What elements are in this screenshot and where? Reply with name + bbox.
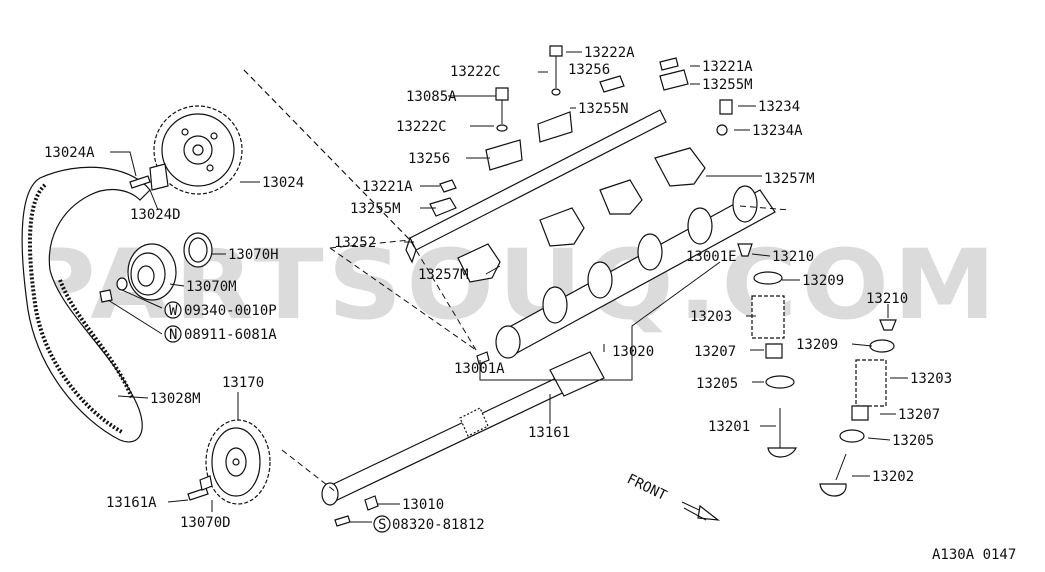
label-13221A-mid: 13221A xyxy=(362,179,413,195)
label-13001E: 13001E xyxy=(686,249,737,265)
label-13070D: 13070D xyxy=(180,515,231,531)
prefix-s: S xyxy=(378,517,386,533)
watermark: PARTSOUQ.COM xyxy=(20,229,1000,341)
label-13222C-mid: 13222C xyxy=(396,119,447,135)
leader-lines xyxy=(107,51,908,523)
label-13203-b: 13203 xyxy=(910,371,952,387)
diagram-code: A130A 0147 xyxy=(932,547,1016,563)
label-13222C-top: 13222C xyxy=(450,64,501,80)
timing-belt[interactable] xyxy=(21,166,151,443)
label-13161: 13161 xyxy=(528,425,570,441)
label-13252: 13252 xyxy=(334,235,376,251)
seal-ring[interactable] xyxy=(183,232,213,268)
label-13161A: 13161A xyxy=(106,495,157,511)
circle-marker: W N S xyxy=(164,301,391,533)
label-13203-a: 13203 xyxy=(690,309,732,325)
label-13257M-right: 13257M xyxy=(764,171,815,187)
label-13028M: 13028M xyxy=(150,391,201,407)
label-13201: 13201 xyxy=(708,419,750,435)
label-13010: 13010 xyxy=(402,497,444,513)
sprocket-bolt[interactable] xyxy=(129,175,151,189)
label-08320: 08320-81812 xyxy=(392,517,485,533)
label-13210-b: 13210 xyxy=(866,291,908,307)
label-13207-b: 13207 xyxy=(898,407,940,423)
label-13070M: 13070M xyxy=(186,279,237,295)
label-13255M-top: 13255M xyxy=(702,77,753,93)
label-13207-a: 13207 xyxy=(694,344,736,360)
label-13205-b: 13205 xyxy=(892,433,934,449)
label-13202: 13202 xyxy=(872,469,914,485)
rocker-bracket[interactable] xyxy=(429,57,689,217)
label-13222A: 13222A xyxy=(584,45,635,61)
valve-spring-set[interactable] xyxy=(737,243,897,497)
prefix-n: N xyxy=(169,327,177,343)
label-13209-a: 13209 xyxy=(802,273,844,289)
label-13024D: 13024D xyxy=(130,207,181,223)
label-13255M-mid: 13255M xyxy=(350,201,401,217)
label-13001A: 13001A xyxy=(454,361,505,377)
label-13209-b: 13209 xyxy=(796,337,838,353)
label-13020: 13020 xyxy=(612,344,654,360)
label-13255N: 13255N xyxy=(578,101,629,117)
label-13070H: 13070H xyxy=(228,247,279,263)
label-13210-a: 13210 xyxy=(772,249,814,265)
label-13256-top: 13256 xyxy=(568,62,610,78)
jackshaft[interactable] xyxy=(321,351,605,506)
label-13024: 13024 xyxy=(262,175,304,191)
label-13256-mid: 13256 xyxy=(408,151,450,167)
front-arrow-icon xyxy=(681,501,721,521)
label-13221A-top: 13221A xyxy=(702,59,753,75)
label-13257M-left: 13257M xyxy=(418,267,469,283)
label-13234: 13234 xyxy=(758,99,800,115)
label-13205-a: 13205 xyxy=(696,376,738,392)
bolt[interactable] xyxy=(495,45,733,136)
front-label: FRONT xyxy=(624,471,669,504)
tensioner-pulley[interactable] xyxy=(99,243,177,303)
label-13170: 13170 xyxy=(222,375,264,391)
part-labels: 13222A 13221A 13222C 13256 13255M 13085A… xyxy=(44,45,952,533)
label-13234A: 13234A xyxy=(752,123,803,139)
camshaft-sprocket[interactable] xyxy=(153,105,243,195)
label-08911: 08911-6081A xyxy=(184,327,277,343)
crank-bolt[interactable] xyxy=(187,475,213,501)
sprocket-plate[interactable] xyxy=(149,163,169,191)
jackshaft-plug[interactable] xyxy=(334,495,379,527)
camshaft[interactable] xyxy=(495,185,776,359)
prefix-w: W xyxy=(169,303,178,319)
label-13085A: 13085A xyxy=(406,89,457,105)
dashed-boundary xyxy=(243,69,791,493)
label-09340: 09340-0010P xyxy=(184,303,277,319)
label-13024A: 13024A xyxy=(44,145,95,161)
crankshaft-sprocket[interactable] xyxy=(205,419,271,505)
